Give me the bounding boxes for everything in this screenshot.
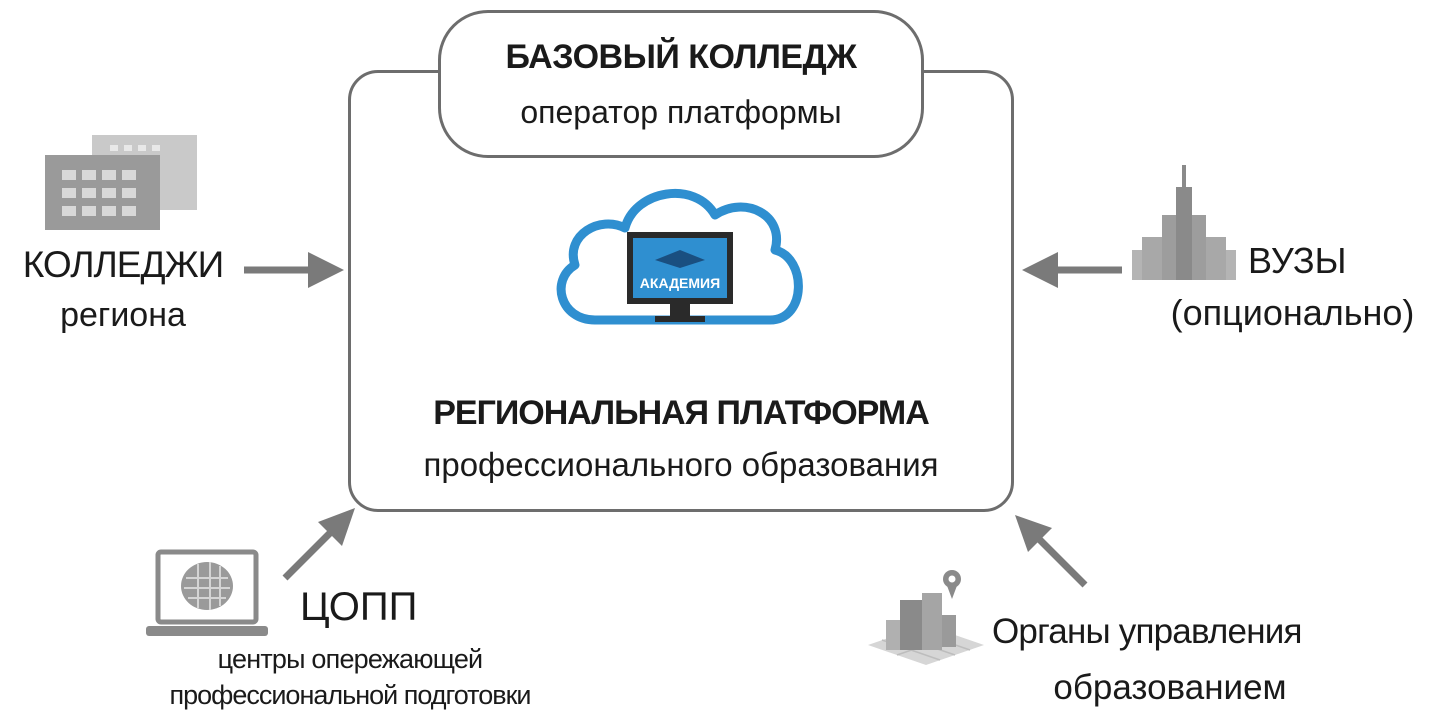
platform-subtitle: профессионального образования: [423, 446, 939, 483]
arrow-government: [1015, 515, 1088, 588]
laptop-icon: [146, 549, 268, 636]
operator-subtitle: оператор платформы: [520, 94, 842, 130]
city-pin-icon: [868, 570, 984, 665]
government-title: Органы управления: [992, 612, 1302, 651]
operator-box: [438, 10, 924, 158]
universities-title: ВУЗЫ: [1248, 240, 1347, 281]
arrow-copp: [282, 508, 355, 581]
colleges-title: КОЛЛЕДЖИ: [22, 244, 225, 285]
colleges-subtitle: региона: [60, 296, 186, 334]
copp-subtitle-line1: центры опережающей: [217, 644, 484, 674]
arrow-colleges: [244, 252, 344, 288]
buildings-icon: [45, 135, 197, 230]
cloud-monitor-icon: АКАДЕМИЯ: [556, 188, 803, 325]
operator-title: БАЗОВЫЙ КОЛЛЕДЖ: [505, 38, 857, 76]
university-tower-icon: [1132, 165, 1236, 280]
logo-text: АКАДЕМИЯ: [640, 275, 720, 291]
arrow-universities: [1022, 252, 1122, 288]
copp-subtitle-line2: профессиональной подготовки: [169, 680, 531, 710]
copp-title: ЦОПП: [300, 585, 418, 629]
government-subtitle: образованием: [1053, 668, 1287, 707]
universities-subtitle: (опционально): [1170, 292, 1415, 333]
platform-title: РЕГИОНАЛЬНАЯ ПЛАТФОРМА: [433, 394, 930, 432]
